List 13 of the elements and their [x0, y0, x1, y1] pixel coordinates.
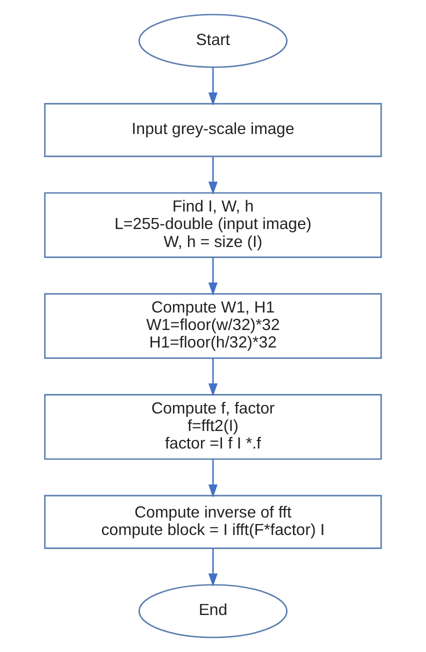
node-ellipse: End [138, 584, 288, 638]
node-box: Compute W1, H1 W1=floor(w/32)*32 H1=floor(h/32)*32 [44, 293, 382, 359]
arrow [208, 156, 218, 195]
node-box: Find I, W, h L=255-double (input image) W, h = size (I) [44, 192, 382, 258]
node-box: Input grey-scale image [44, 103, 382, 158]
arrow [208, 460, 218, 498]
arrow [208, 548, 218, 587]
arrow [208, 258, 218, 296]
node-box: Compute f, factor f=fft2(I) factor =I f I *.f [44, 394, 382, 460]
node-box: Compute inverse of fft compute block = I ifft(F*factor) I [44, 494, 382, 549]
arrow [208, 358, 218, 397]
arrow [208, 67, 218, 106]
node-ellipse: Start [138, 14, 288, 68]
